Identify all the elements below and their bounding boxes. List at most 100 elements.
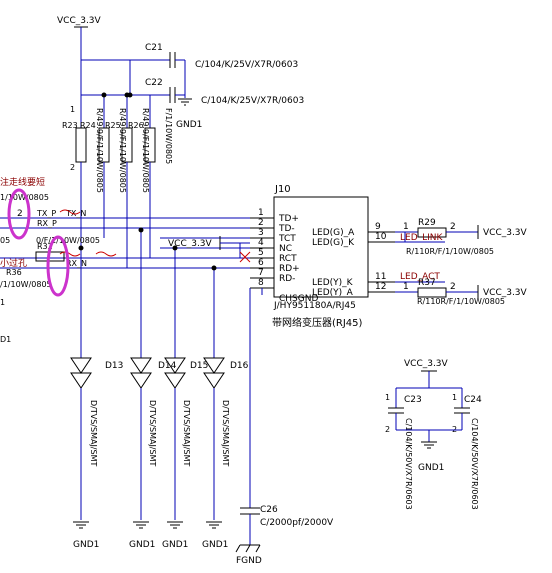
j10-pin3-num: 3 <box>258 228 264 238</box>
gnd-c23-c24: GND1 <box>418 463 444 473</box>
r23-pin1: 1 <box>70 105 75 114</box>
vcc-top-symbol: VCC_3.3V <box>57 16 102 95</box>
r29-pin1: 1 <box>403 222 409 232</box>
vcc-mid-label: VCC_3.3V <box>168 239 213 249</box>
j10-pin10-name: LED(G)_K <box>312 238 355 248</box>
gnd-d13: GND1 <box>73 540 99 550</box>
c26-ref: C26 <box>260 505 278 515</box>
c26-value: C/2000pf/2000V <box>260 518 334 528</box>
c23-pin2: 2 <box>385 425 390 434</box>
left-one: 1 <box>0 298 5 307</box>
r29-ref: R29 <box>418 218 436 228</box>
j10-caption: 带网络变压器(RJ45) <box>272 316 363 329</box>
j10-pin9-name: LED(G)_A <box>312 228 355 238</box>
trace-markers <box>59 209 117 257</box>
j10-pin2-name: TD- <box>278 224 295 234</box>
gnd-d15: GND1 <box>162 540 188 550</box>
j10-pin7-name: RD- <box>279 274 295 284</box>
led-link-label: LED_LINK <box>400 233 444 243</box>
d16-ref: D16 <box>230 361 249 371</box>
j10-pin12-num: 12 <box>375 282 386 292</box>
resistor-r24: R24 R/49.9/F/1/10W/0805 <box>80 95 127 238</box>
note-short-trace: 注走线要短 <box>0 176 45 188</box>
c22-value: C/104/K/25V/X7R/0603 <box>201 96 304 106</box>
j10-pin6-name: RD+ <box>279 264 300 274</box>
r29-pin2: 2 <box>450 222 456 232</box>
left-value-3: /1/10W/0805 <box>0 280 52 289</box>
highlight-ellipse-1 <box>7 188 31 240</box>
c24-value: C/104/K/50V/X7R/0603 <box>470 418 479 510</box>
resistor-r26: R26 F/1/10W/0805 <box>128 95 173 258</box>
j10-pin3-name: TCT <box>278 234 296 244</box>
j10-pin8-name: CHSGND <box>279 294 318 304</box>
r26-ref: R26 <box>128 121 144 130</box>
j10-pin4-num: 4 <box>258 238 264 248</box>
j10-pin9-num: 9 <box>375 222 381 232</box>
resistor-r37: R37 1 2 VCC_3.3V R/110R/F/1/10W/0805 <box>395 278 528 306</box>
gnd-d14: GND1 <box>129 540 155 550</box>
tvs-diode-d14: D14 D/TVS/SMAJ/SMT <box>130 230 177 520</box>
r25-ref: R25 <box>105 121 121 130</box>
left-value-1: 1/10W/0805 <box>0 193 49 202</box>
c24-pin1: 1 <box>452 393 457 402</box>
net-led-act: LED_ACT <box>395 272 445 283</box>
left-value-2: 0/F/1/10W/0805 <box>36 236 100 245</box>
junction-dots <box>78 92 217 271</box>
vcc-mid-symbol: VCC_3.3V <box>168 236 251 263</box>
resistor-r29: R29 1 2 VCC_3.3V <box>395 218 528 239</box>
left-signal-lines <box>0 217 250 269</box>
gnd-symbols-bottom: GND1 GND1 GND1 GND1 <box>73 521 228 550</box>
r36-ref: R36 <box>6 268 22 277</box>
j10-pin4-name: NC <box>279 244 292 254</box>
j10-pin8-num: 8 <box>258 278 264 288</box>
c24-ref: C24 <box>464 395 482 405</box>
r37-pin2: 2 <box>450 282 456 292</box>
left-d1: D1 <box>0 335 11 344</box>
note-small-via: 小过孔 <box>0 257 27 269</box>
r37-ref: R37 <box>418 278 436 288</box>
j10-pin10-num: 10 <box>375 232 387 242</box>
tvs-diode-d13: D13 D/TVS/SMAJ/SMT <box>70 248 123 520</box>
r32-ref: R32 <box>37 242 53 251</box>
highlight-ellipse-2 <box>46 235 70 297</box>
d15-value: D/TVS/SMAJ/SMT <box>182 400 191 466</box>
d16-value: D/TVS/SMAJ/SMT <box>221 400 230 466</box>
led-act-label: LED_ACT <box>400 272 440 282</box>
tvs-diode-d16: D16 D/TVS/SMAJ/SMT <box>203 268 249 520</box>
left-labels: 注走线要短 1/10W/0805 2 TX_P TX_N RX_P 05 0/F… <box>0 176 100 344</box>
d15-ref: D15 <box>190 361 208 371</box>
fgnd-label: FGND <box>236 556 262 566</box>
left-pin-two: 2 <box>17 209 23 219</box>
c23-pin1: 1 <box>385 393 390 402</box>
r23-pin2: 2 <box>70 163 75 172</box>
r24-ref: R24 <box>80 121 96 130</box>
d14-ref: D14 <box>158 361 177 371</box>
d14-value: D/TVS/SMAJ/SMT <box>148 400 157 466</box>
c21-ref: C21 <box>145 43 163 53</box>
c21-value: C/104/K/25V/X7R/0603 <box>195 60 298 70</box>
j10-pin7-num: 7 <box>258 268 264 278</box>
gnd-symbol-top: GND1 <box>176 98 202 130</box>
capacitor-c21: C21 C/104/K/25V/X7R/0603 <box>81 43 298 98</box>
net-led-link: LED_LINK R/110R/F/1/10W/0805 <box>395 232 494 256</box>
connector-j10: J10 J/HY951180A/RJ45 带网络变压器(RJ45) 1 2 3 … <box>250 184 395 329</box>
tvs-diode-d15: D15 D/TVS/SMAJ/SMT <box>164 248 208 520</box>
vcc-bottom-label: VCC_3.3V <box>404 359 449 369</box>
j10-pin5-num: 5 <box>258 248 264 258</box>
c22-ref: C22 <box>145 78 163 88</box>
gnd-top-label: GND1 <box>176 120 202 130</box>
left-05: 05 <box>0 236 10 245</box>
c23-value: C/104/K/50V/X7R/0603 <box>404 418 413 510</box>
resistor-r23: R23 R/49.9/F/1/10W/0805 1 2 <box>62 95 104 248</box>
capacitor-c23: C23 C/104/K/50V/X7R/0603 1 2 <box>385 388 422 510</box>
c23-ref: C23 <box>404 395 422 405</box>
j10-part: J/HY951180A/RJ45 <box>273 301 356 311</box>
gnd-d16: GND1 <box>202 540 228 550</box>
j10-pin5-name: RCT <box>279 254 297 264</box>
j10-pin1-name: TD+ <box>278 214 299 224</box>
j10-ref: J10 <box>274 184 291 195</box>
gnd-symbol-c23-c24: GND1 <box>396 429 462 473</box>
j10-pin6-num: 6 <box>258 258 264 268</box>
net-rx-n: RX_N <box>66 259 87 268</box>
j10-pin2-num: 2 <box>258 218 264 228</box>
